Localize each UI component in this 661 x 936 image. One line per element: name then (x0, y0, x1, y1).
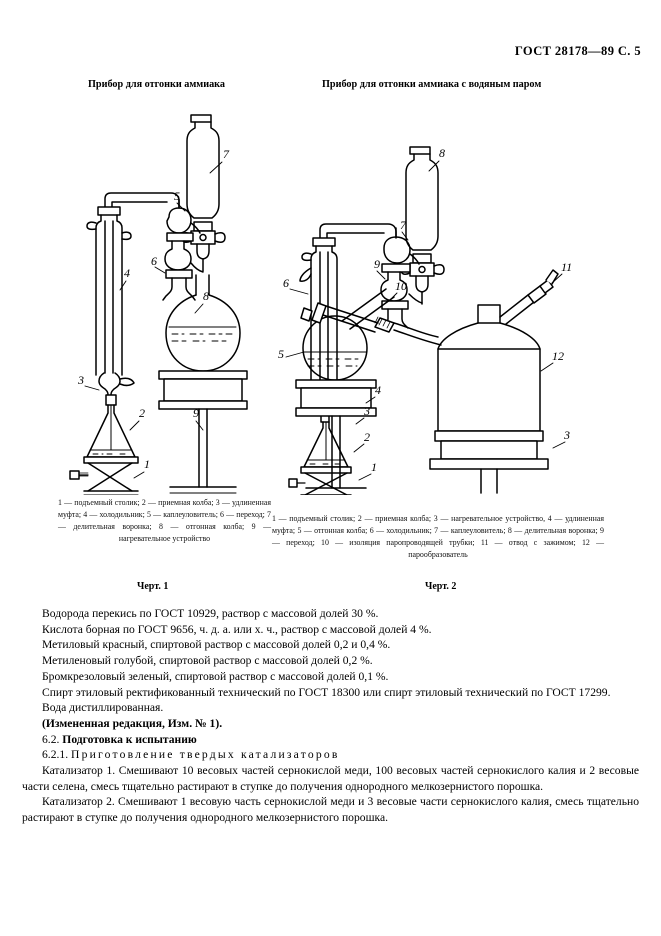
callout-2: 2 (139, 406, 145, 420)
callout-4: 4 (124, 266, 130, 280)
callout-3r2: 3 (563, 428, 570, 442)
figure-1-number: Черт. 1 (137, 581, 169, 592)
section-6-2-number: 6.2. (42, 732, 60, 746)
amendment-note: (Измененная редакция, Изм. № 1). (42, 716, 223, 730)
separating-funnel-7 (186, 114, 220, 232)
page-header-standard-reference: ГОСТ 28178—89 С. 5 (514, 44, 641, 58)
catalyst-2-paragraph: Катализатор 2. Смешивают 1 весовую часть… (22, 795, 639, 825)
section-heading-6-2: 6.2. Подготовка к испытанию (22, 732, 639, 748)
receiving-flask-2r (300, 421, 352, 474)
callout-2r: 2 (364, 430, 370, 444)
distillation-flask-5 (302, 288, 395, 385)
section-heading-6-2-1: 6.2.1. Приготовление твердых катализатор… (22, 747, 639, 763)
reagent-line-4: Метиленовый голубой, спиртовой раствор с… (42, 654, 373, 668)
catalyst-1-paragraph: Катализатор 1. Смешивают 10 весовых част… (22, 764, 639, 793)
reagent-line-5: Бромкрезоловый зеленый, спиртовой раство… (42, 669, 389, 683)
receiving-flask-2 (83, 404, 139, 464)
callout-3r: 3 (363, 404, 370, 418)
lifting-table-1r (288, 472, 352, 495)
clamp-outlet-11 (499, 269, 559, 325)
condenser-4 (86, 206, 132, 376)
callout-9: 9 (193, 406, 199, 420)
callout-4r: 4 (375, 383, 381, 397)
callout-3: 3 (77, 373, 84, 387)
heating-device-3-left (295, 379, 377, 489)
callout-7: 7 (223, 147, 230, 161)
reagent-line-3: Метиловый красный, спиртовой раствор с м… (42, 638, 391, 652)
callout-8r: 8 (439, 146, 445, 160)
figure-1-legend: 1 — подъемный столик; 2 — приемная колба… (58, 497, 271, 545)
figure-2-number: Черт. 2 (425, 581, 457, 592)
adapter-6 (162, 240, 204, 301)
vapor-tube (104, 192, 180, 208)
reagent-line-1: Водорода перекись по ГОСТ 10929, раствор… (42, 607, 379, 620)
figure-1-legend-text: 1 — подъемный столик; 2 — приемная колба… (58, 498, 271, 544)
callout-10r: 10 (395, 279, 407, 293)
steam-tube-insulation-10 (300, 302, 442, 346)
figure-1-apparatus-diagram: 7 5 6 4 8 3 2 1 9 (60, 105, 275, 495)
reagent-line-2: Кислота борная по ГОСТ 9656, ч. д. а. ил… (42, 622, 432, 636)
callout-12r: 12 (552, 349, 564, 363)
extended-muff-3 (98, 372, 135, 406)
callout-7r: 7 (400, 218, 407, 232)
callout-8: 8 (203, 289, 209, 303)
section-6-2-1-number: 6.2.1. (42, 748, 69, 762)
callout-1: 1 (144, 457, 150, 471)
callout-5: 5 (174, 189, 180, 203)
reagent-line-6: Спирт этиловый ректификованный техническ… (42, 685, 611, 699)
callout-11r: 11 (561, 260, 572, 274)
ground-joint-upper-2 (381, 263, 411, 273)
ground-joint-upper (166, 232, 194, 242)
figure-1-title: Прибор для отгонки аммиака (88, 79, 225, 90)
steam-generator-12 (429, 304, 549, 494)
callout-1r: 1 (371, 460, 377, 474)
figure-2-title: Прибор для отгонки аммиака с водяным пар… (322, 79, 542, 90)
callout-6: 6 (151, 254, 157, 268)
vapor-tube-2 (319, 223, 397, 239)
body-text-block: Водорода перекись по ГОСТ 10929, раствор… (22, 606, 639, 826)
section-6-2-title: Подготовка к испытанию (62, 732, 197, 746)
heating-device-9 (158, 370, 248, 494)
figure-2-legend-text: 1 — подъемный столик; 2 — приемная колба… (272, 514, 604, 560)
callout-6r: 6 (283, 276, 289, 290)
lifting-table-1 (69, 462, 139, 495)
callout-9r: 9 (374, 257, 380, 271)
figure-2-legend: 1 — подъемный столик; 2 — приемная колба… (272, 513, 604, 561)
callout-5r: 5 (278, 347, 284, 361)
section-6-2-1-title: Приготовление твердых катализаторов (71, 748, 340, 762)
figure-2-apparatus-diagram: 8 7 9 6 5 4 3 2 1 10 11 12 3 (278, 105, 608, 495)
separating-funnel-8 (405, 146, 439, 264)
reagent-line-7: Вода дистиллированная. (42, 701, 164, 715)
